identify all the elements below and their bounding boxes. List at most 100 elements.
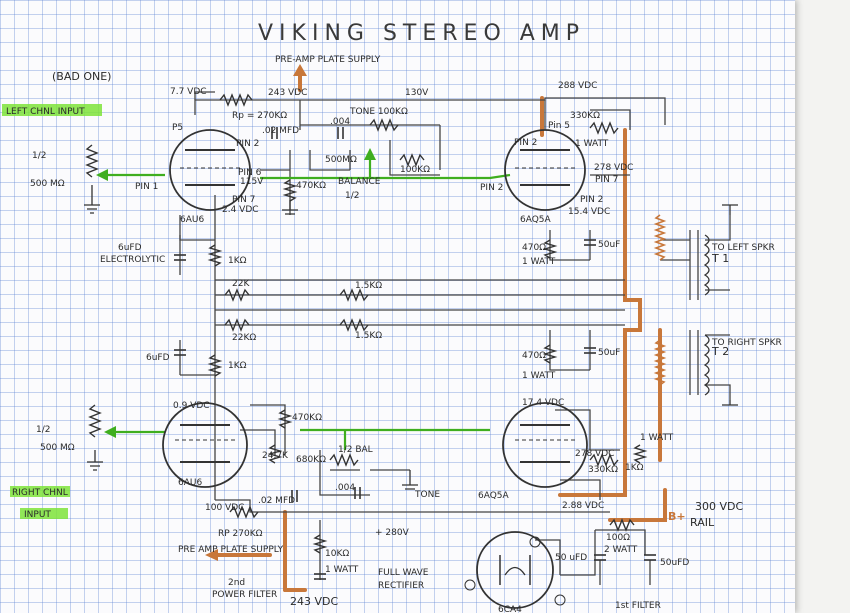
- left-signal-arrow-icon: [96, 169, 108, 181]
- second-filter-1: 2nd: [228, 578, 245, 588]
- balance-label: BALANCE: [338, 177, 381, 187]
- balance-arrow-icon: [364, 148, 376, 160]
- resistor-10k: [312, 534, 328, 554]
- t1-text: TO LEFT SPKR: [711, 243, 775, 253]
- r470k-label: 470KΩ: [296, 181, 326, 191]
- preamp-supply-label: PRE-AMP PLATE SUPPLY: [275, 55, 381, 65]
- pin2-sub: PIN 2: [580, 195, 603, 205]
- r1k-b-label: 1KΩ: [228, 361, 247, 371]
- pin1: PIN 1: [135, 182, 158, 192]
- bal-label: 1/2 BAL: [338, 445, 373, 455]
- schematic-diagram: VIKING STEREO AMP (BAD ONE) LEFT CHNL IN…: [2, 21, 782, 613]
- capacitors: [174, 127, 656, 580]
- rectifier-label: 6CA4: [498, 605, 522, 613]
- voltage-130: 130V: [405, 88, 429, 98]
- voltage-0-9: 0.9 VDC: [173, 401, 210, 411]
- voltage-300: 300 VDC: [695, 500, 743, 513]
- pin2-top: PIN 2: [236, 139, 259, 149]
- c50uf-b-label: 50uF: [598, 348, 620, 358]
- resistor-100k: [399, 153, 425, 167]
- voltage-288b: 2.88 VDC: [562, 501, 604, 511]
- r680k-label: 680KΩ: [296, 455, 326, 465]
- voltage-243: 243 VDC: [268, 88, 307, 98]
- rail-label: RAIL: [690, 516, 715, 529]
- tube-v1-label: 6AU6: [180, 215, 204, 225]
- resistor-100-rail: [609, 518, 635, 532]
- voltage-15-4: 15.4 VDC: [568, 207, 610, 217]
- r1k-label: 1KΩ: [228, 256, 247, 266]
- watt-bottom-label: 1 WATT: [325, 565, 359, 575]
- voltage-115: 115V: [240, 177, 264, 187]
- ground-symbols: [84, 185, 738, 490]
- signal-wires: [100, 155, 511, 450]
- watt1-label: 1 WATT: [522, 257, 556, 267]
- voltage-278: 278 VDC: [594, 163, 633, 173]
- watt1-b-label: 1 WATT: [522, 371, 556, 381]
- cap-004-top: .004: [330, 117, 350, 127]
- resistor-470k-bottom: [277, 409, 293, 429]
- plate-resistor-bottom: [229, 505, 259, 519]
- resistor-330k-bottom: [589, 453, 619, 467]
- r330k-top: 330KΩ: [570, 111, 600, 121]
- r470-b-label: 470Ω: [522, 351, 546, 361]
- vol-right-half: 1/2: [36, 425, 50, 435]
- c50-right-label: 50uFD: [660, 558, 689, 568]
- cap-004-bottom: .004: [335, 483, 355, 493]
- resistor-1k-bottom: [207, 354, 223, 377]
- r500m-label: 500MΩ: [325, 155, 357, 165]
- preamp-supply-arrow-icon: [293, 64, 307, 76]
- fullwave-2: RECTIFIER: [378, 581, 424, 591]
- vol-left-value: 500 MΩ: [30, 179, 65, 189]
- resistor-330k-top: [589, 121, 619, 135]
- electrolytic-label: ELECTROLYTIC: [100, 255, 165, 265]
- c50-left-label: 50 uFD: [555, 553, 587, 563]
- resistor-22k: [224, 288, 250, 302]
- r22k-label: 22K: [232, 279, 250, 289]
- tube-v3: [162, 402, 248, 488]
- voltage-17-4: 17.4 VDC: [522, 398, 564, 408]
- supply-rails: [213, 70, 667, 592]
- right-input-highlight-2: [20, 508, 68, 519]
- resistor-15k-a: [339, 288, 369, 302]
- preamp-supply-arrow-bottom-icon: [205, 549, 218, 561]
- resistors: [85, 93, 648, 554]
- title: VIKING STEREO AMP: [258, 21, 585, 46]
- resistor-22k-b: [224, 318, 250, 332]
- c50uf-label: 50uF: [598, 240, 620, 250]
- tube-v4: [502, 402, 588, 488]
- r100k-label: 100KΩ: [400, 165, 430, 175]
- pin2-right: PIN 2: [514, 138, 537, 148]
- pin7-right: PIN 7: [595, 175, 618, 185]
- right-input-label-1: RIGHT CHNL: [12, 488, 68, 498]
- volume-pot-right: [88, 404, 102, 438]
- resistor-470-bottom: [542, 344, 558, 364]
- c6uf-b-label: 6uFD: [146, 353, 170, 363]
- r22k-b-label: 22KΩ: [232, 333, 256, 343]
- grid-resistor-470k: [282, 179, 298, 202]
- plate-resistor-top-left: [219, 93, 253, 107]
- tube-v3-label: 6AU6: [178, 478, 202, 488]
- cap-02-bottom: .02 MFD: [258, 496, 295, 506]
- volume-pot-left: [85, 144, 99, 178]
- right-input-label-2: INPUT: [24, 510, 51, 520]
- preamp-supply-bottom: PRE AMP PLATE SUPPLY: [178, 545, 284, 555]
- c6uf-label: 6uFD: [118, 243, 142, 253]
- bplus-label: B+: [668, 510, 686, 523]
- tone-label-top: TONE 100KΩ: [349, 107, 408, 117]
- tube-v4-label: 6AQ5A: [478, 491, 510, 501]
- r330k-b-label: 330KΩ: [588, 465, 618, 475]
- tube-v2-label: 6AQ5A: [520, 215, 552, 225]
- vol-right-value: 500 MΩ: [40, 443, 75, 453]
- voltage-2-4: 2.4 VDC: [222, 205, 259, 215]
- cap-02-top: .02 MFD: [262, 126, 299, 136]
- r1k-bottom-label: 1KΩ: [625, 463, 644, 473]
- t2-text: TO RIGHT SPKR: [711, 338, 782, 348]
- first-filter-label: 1st FILTER: [615, 601, 661, 611]
- r15k-a-label: 1.5KΩ: [355, 281, 382, 291]
- pin5-right: Pin 5: [548, 121, 570, 131]
- pin-p5: P5: [172, 123, 183, 133]
- watt2-label: 2 WATT: [604, 545, 638, 555]
- voltage-288: 288 VDC: [558, 81, 597, 91]
- resistor-1k-vertical: [632, 444, 648, 464]
- left-input-highlight: [2, 104, 102, 116]
